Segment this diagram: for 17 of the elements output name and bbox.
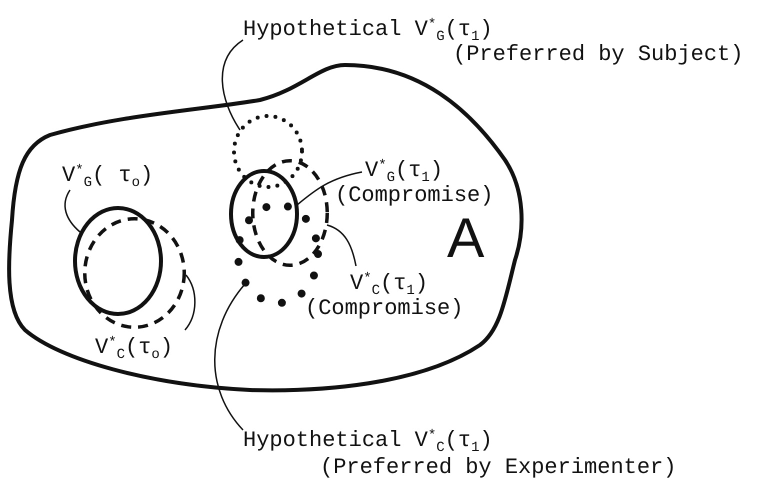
region-letter: A [447, 208, 484, 268]
set-label: V$^{*}$$_{G}$(τ$_{1}$) [365, 157, 444, 186]
set-label: V$^{*}$$_{C}$(τ$_{o}$) [95, 334, 174, 365]
leader-line [296, 171, 362, 206]
set-label: Hypothetical V$^{*}$$_{C}$(τ$_{1}$) [243, 427, 493, 457]
set-note: (Compromise) [305, 296, 464, 322]
set-label: Hypothetical V$^{*}$$_{G}$(τ$_{1}$) [243, 16, 493, 45]
set-note: (Compromise) [335, 183, 494, 209]
leader-line [184, 274, 196, 330]
set-label: V$^{*}$$_{G}$( τ$_{o}$) [62, 162, 154, 193]
set-note: (Preferred by Experimenter) [320, 455, 676, 481]
leader-line [64, 190, 80, 233]
leader-line [222, 39, 244, 130]
set-note: (Preferred by Subject) [453, 42, 744, 68]
set-label: V$^{*}$$_{C}$(τ$_{1}$) [350, 270, 428, 299]
leader-line [326, 224, 357, 266]
leader-line [214, 284, 246, 430]
